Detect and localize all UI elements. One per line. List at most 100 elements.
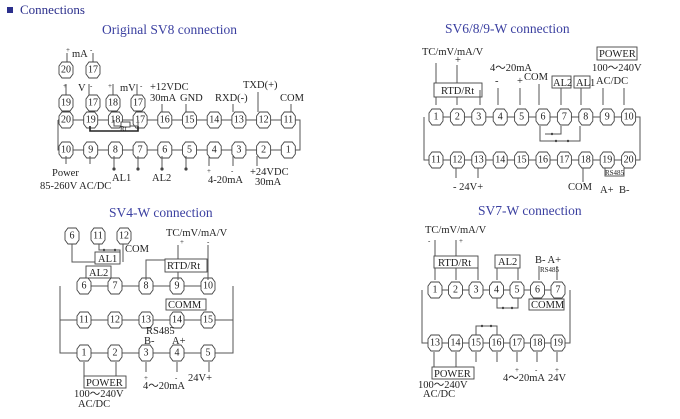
sv689-com-label: COM	[524, 72, 549, 83]
sv689-bottom-pin-label: 20	[624, 155, 634, 166]
sv7-bottom-pin-13	[427, 334, 443, 352]
sv689-bottom-pin-12	[449, 151, 465, 169]
sv4-row2-pin-14	[169, 311, 185, 329]
sv7-top-pin-label: 7	[556, 285, 561, 296]
sv689-bottom-pin-17	[556, 151, 572, 169]
sv689-top-pin-label: 4	[498, 112, 503, 123]
sv7-relay-wire	[496, 298, 519, 309]
sv7-bottom-pin-14	[448, 334, 463, 352]
sv689-top-pin-4	[492, 108, 508, 126]
sv4-rtd-label: RTD/Rt	[167, 261, 200, 272]
sv4-24v-label: 24V+	[188, 373, 212, 384]
sv4-row3-pin-label: 5	[206, 348, 211, 359]
sv4-row1-pin-label: 6	[82, 281, 87, 292]
sv7-top-pin-1	[427, 281, 443, 299]
svg-text:17: 17	[88, 98, 98, 109]
sv8-v-input: + V - 19 17	[58, 82, 101, 112]
sv7-top-pin-2	[448, 281, 463, 299]
svg-text:+: +	[207, 167, 211, 175]
sv689-bottom-pin-label: 11	[431, 155, 441, 166]
sv7-top-pin-6	[530, 281, 545, 299]
sv4-row1-pin-label: 9	[175, 281, 180, 292]
sv8-bottom-pin-label: 6	[162, 145, 167, 156]
sv4-row2-pin-15	[200, 311, 216, 329]
section-heading-label: Connections	[20, 2, 85, 17]
sv4-row2-pin-13	[138, 311, 154, 329]
sv8-bottom-pin-3	[231, 141, 247, 159]
sv4-al1-label: AL1	[98, 254, 117, 265]
svg-text:-: -	[90, 46, 93, 54]
sv7-bottom-pin-15	[468, 334, 484, 352]
sv4-rs485-label: RS485	[146, 326, 175, 337]
sv7-bottom-pin-18	[530, 334, 545, 352]
sv8-bottom-pin-label: 5	[187, 145, 192, 156]
sv4-comm-label: COMM	[168, 300, 202, 311]
sv8-mv-label: mV	[120, 83, 136, 94]
svg-text:-: -	[495, 76, 499, 87]
sv8-bottom-pin-label: 9	[88, 145, 93, 156]
sv7-comm-box	[528, 298, 565, 311]
sv689-top-pin-9	[599, 108, 615, 126]
sv689-input-label: TC/mV/mA/V	[422, 47, 484, 58]
sv689-top-pin-8	[578, 108, 594, 126]
sv689-bottom-pin-label: 18	[581, 155, 591, 166]
sv8-bottom-pin-label: 7	[138, 145, 143, 156]
sv689-bottom-pin-13	[471, 151, 487, 169]
sv4-relay-pin-label: 11	[93, 231, 103, 242]
sv689-bottom-pin-label: 17	[559, 155, 569, 166]
sv8-24vdc-label: +24VDC	[250, 167, 289, 178]
sv8-gnd-label: GND	[180, 93, 203, 104]
sv7-power-range: 100～240V	[418, 380, 468, 391]
sv4-power-box	[83, 375, 127, 389]
sv4-row3-pin-2	[107, 344, 123, 362]
sv7-bottom-relay	[475, 325, 498, 335]
svg-text:-: -	[207, 238, 210, 246]
sv689-rtd-box	[433, 82, 483, 98]
sv4-row3-pin-label: 2	[113, 348, 118, 359]
sv7-bottom-pin-19	[550, 334, 566, 352]
svg-text:+: +	[63, 82, 67, 90]
sv4-power-range: 100～240V	[74, 389, 124, 400]
sv689-title: SV6/8/9-W connection	[445, 21, 570, 36]
sv689-bottom-pin-19	[599, 151, 615, 169]
sv689-rs485-label: RS485	[605, 169, 625, 177]
sv4-row1-pin-label: 7	[113, 281, 118, 292]
sv4-row2-pin-11	[76, 311, 92, 329]
sv689-top-pin-label: 8	[583, 112, 588, 123]
sv8-top-pin-11	[280, 111, 296, 129]
sv8-al1-label: AL1	[112, 173, 131, 184]
sv8-top-pin-17	[132, 111, 148, 129]
sv8-txd-label: TXD(+)	[243, 80, 278, 91]
sv7-power-box	[431, 366, 475, 380]
sv4-row1-pin-8	[138, 277, 154, 295]
sv8-com-label: COM	[280, 93, 305, 104]
sv8-bottom-pin-label: 2	[261, 145, 266, 156]
sv8-4-20ma-label: 4-20mA	[208, 175, 243, 186]
sv4-com-label: COM	[125, 244, 150, 255]
sv7-bottom-pin-label: 13	[430, 338, 440, 349]
sv7-al2-box	[494, 254, 521, 269]
sv8-bottom-pin-8	[107, 141, 123, 159]
sv689-top-pin-label: 10	[624, 112, 634, 123]
svg-text:+: +	[455, 55, 461, 66]
sv689-al1-label: AL1	[576, 78, 595, 89]
sv8-bottom-pin-label: 10	[61, 145, 71, 156]
svg-text:-: -	[90, 82, 93, 90]
sv8-ma-input: + mA - 20 17	[58, 46, 101, 79]
sv7-top-pin-3	[468, 281, 484, 299]
svg-text:18: 18	[108, 98, 118, 109]
sv689-relay-wires	[539, 126, 581, 142]
sv8-top-pin-label: 18	[110, 115, 120, 126]
sv689-top-pin-10	[621, 108, 637, 126]
sv4-row3-pin-4	[169, 344, 185, 362]
sv689-4-20ma-label: 4～20mA	[490, 63, 532, 74]
sv4-row2-pin-label: 13	[141, 315, 151, 326]
sv7-bottom-pin-label: 15	[471, 338, 481, 349]
sv8-top-pin-16	[157, 111, 173, 129]
sv7-rtd-box	[433, 255, 479, 269]
